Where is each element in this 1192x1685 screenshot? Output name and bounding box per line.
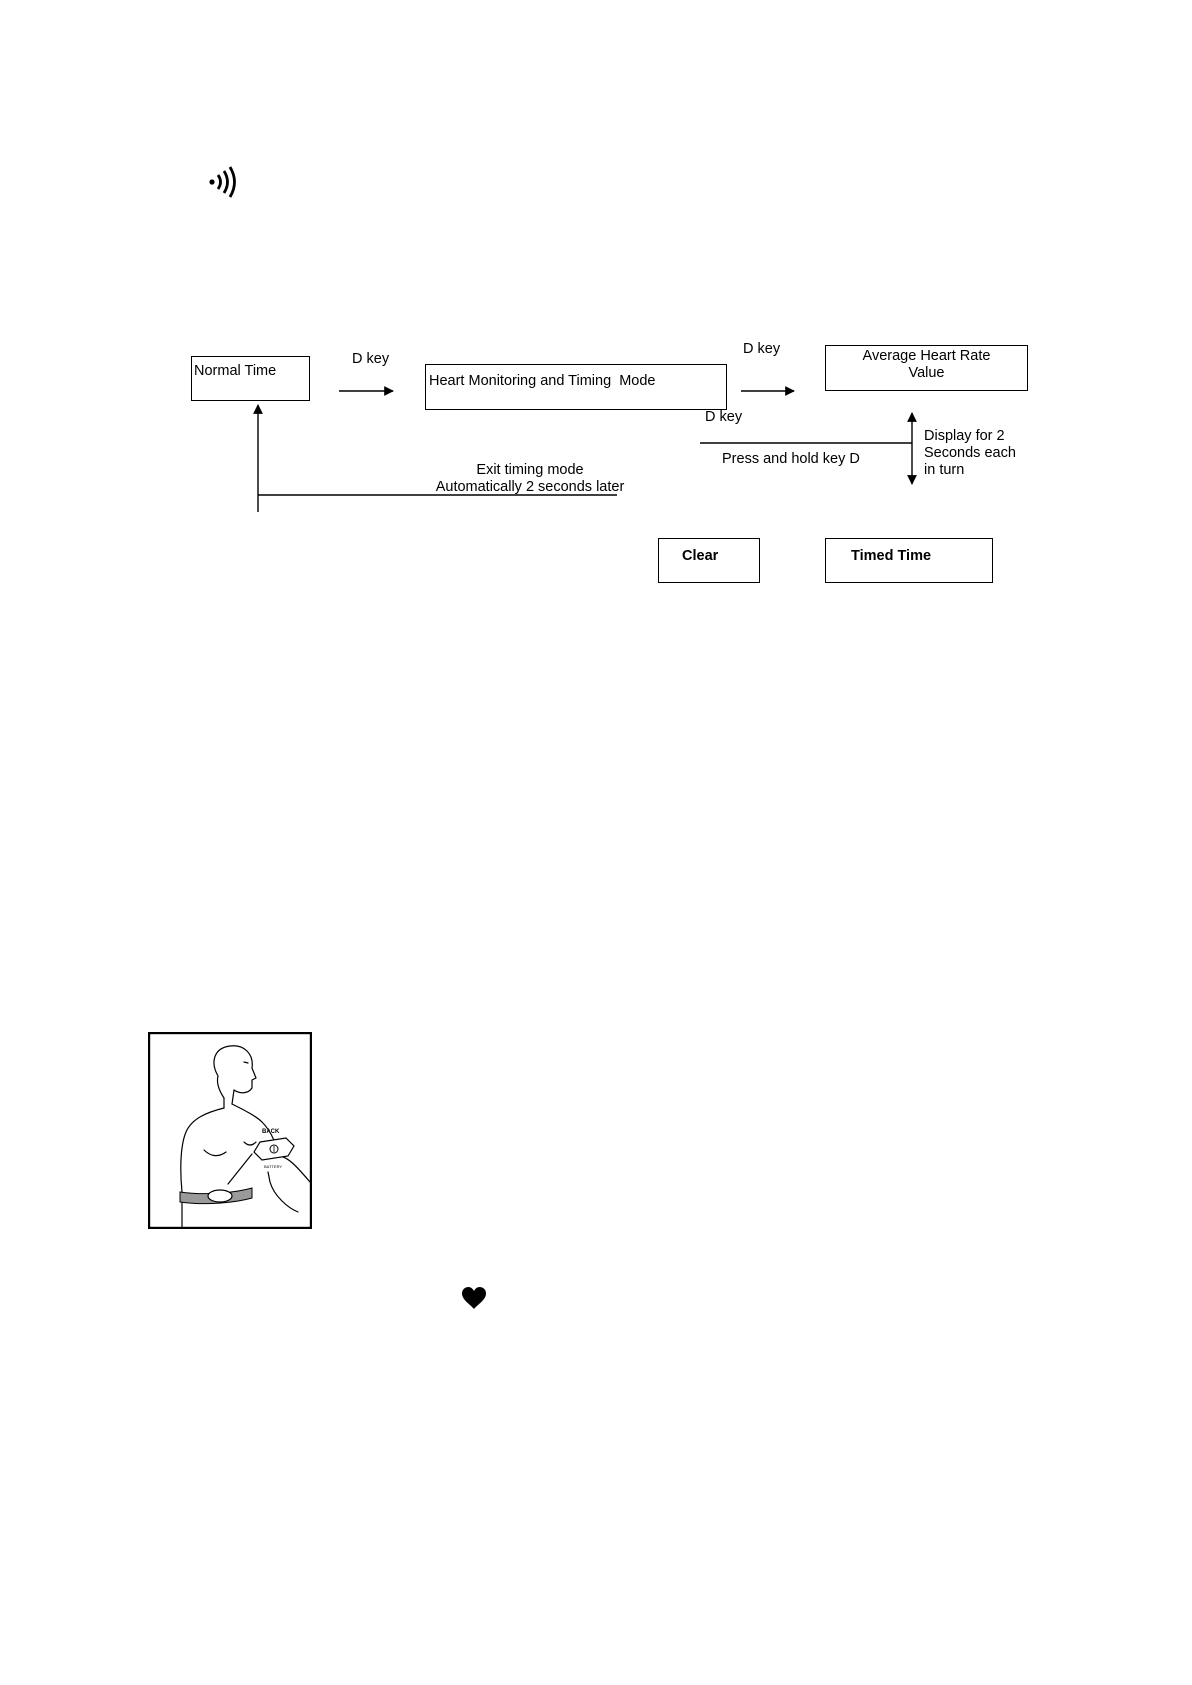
node-average-heart-rate-line1: Average Heart Rate — [826, 348, 1027, 365]
edge-label-exit: Exit timing mode Automatically 2 seconds… — [420, 462, 640, 496]
node-heart-monitoring-label: Heart Monitoring and Timing Mode — [429, 373, 655, 390]
node-average-heart-rate-line2: Value — [826, 365, 1027, 382]
edge-label-display-line2: Seconds each — [924, 445, 1016, 462]
node-normal-time-label: Normal Time — [194, 363, 276, 380]
node-normal-time: Normal Time — [191, 356, 310, 401]
illustration-label-battery: BATTERY — [264, 1164, 282, 1169]
node-clear-label: Clear — [682, 548, 718, 565]
illustration-label-back: BACK — [262, 1129, 280, 1135]
edge-label-display-line1: Display for 2 — [924, 428, 1016, 445]
edge-label-exit-line2: Automatically 2 seconds later — [420, 479, 640, 496]
node-average-heart-rate: Average Heart Rate Value — [825, 345, 1028, 391]
edge-label-display: Display for 2 Seconds each in turn — [924, 428, 1016, 479]
edge-label-d-key-1: D key — [352, 351, 389, 368]
edge-label-display-line3: in turn — [924, 462, 1016, 479]
node-timed-time: Timed Time — [825, 538, 993, 583]
heart-icon — [461, 1286, 487, 1310]
edge-label-d-key-2: D key — [743, 341, 780, 358]
edge-label-press-hold: Press and hold key D — [722, 451, 860, 468]
node-timed-time-label: Timed Time — [851, 548, 931, 565]
node-clear: Clear — [658, 538, 760, 583]
chest-strap-illustration: BACK BATTERY — [148, 1032, 312, 1229]
edge-label-d-key-3: D key — [705, 409, 742, 426]
edge-label-exit-line1: Exit timing mode — [420, 462, 640, 479]
node-heart-monitoring: Heart Monitoring and Timing Mode — [425, 364, 727, 410]
